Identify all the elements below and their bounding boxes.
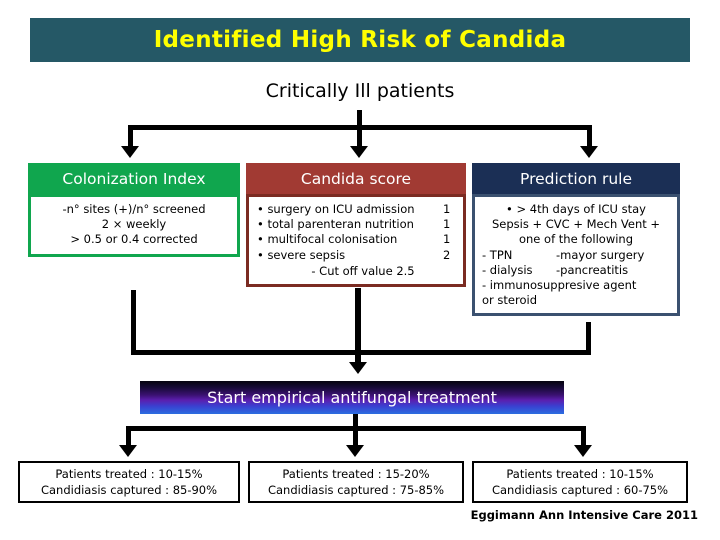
criteria-label: • surgery on ICU admission <box>257 202 415 216</box>
panel-prediction-rule: Prediction rule • > 4th days of ICU stay… <box>472 163 680 317</box>
subtitle-critically-ill-patients: Critically Ill patients <box>265 80 455 102</box>
outcome-treated: Patients treated : 15-20% <box>282 467 430 481</box>
colonization-line-2: 2 × weekly <box>101 217 167 232</box>
treatment-label: Start empirical antifungal treatment <box>207 388 497 407</box>
criteria-row: • multifocal colonisation 1 <box>257 232 457 247</box>
connector-riser-right <box>586 322 591 354</box>
prediction-pair-row: - dialysis -pancreatitis <box>480 263 672 278</box>
criteria-row: • total parenteran nutrition 1 <box>257 217 457 232</box>
outcome-box: Patients treated : 10-15% Candidiasis ca… <box>472 461 688 504</box>
prediction-pair-left: - dialysis <box>482 262 533 277</box>
outcome-treated: Patients treated : 10-15% <box>55 467 203 481</box>
arrowhead-center-top <box>350 146 368 158</box>
arrowhead-bottom-right <box>574 445 592 457</box>
connector-horizontal-merge <box>131 350 591 355</box>
connector-drop-left <box>128 125 133 147</box>
header-candida-score: Candida score <box>246 163 466 194</box>
connector-drop-bottom-center <box>353 426 358 446</box>
arrowhead-bottom-center <box>346 445 364 457</box>
connector-drop-right <box>587 125 592 147</box>
prediction-pair-row: - TPN -mayor surgery <box>480 248 672 263</box>
connector-stem-bottom <box>353 414 358 428</box>
panel-colonization-index: Colonization Index -n° sites (+)/n° scre… <box>28 163 240 257</box>
criteria-points: 1 <box>443 202 451 216</box>
prediction-tail-2: or steroid <box>482 293 538 308</box>
outcome-captured: Candidiasis captured : 60-75% <box>491 483 669 498</box>
arrowhead-bottom-left <box>119 445 137 457</box>
title-banner: Identified High Risk of Candida <box>30 18 690 62</box>
criteria-points: 1 <box>443 232 451 247</box>
prediction-pair-right: -mayor surgery <box>556 247 645 262</box>
arrowhead-left-top <box>121 146 139 158</box>
header-colonization-index: Colonization Index <box>28 163 240 194</box>
prediction-line-1: • > 4th days of ICU stay <box>506 202 646 216</box>
criteria-points: 1 <box>443 217 451 232</box>
outcome-box: Patients treated : 15-20% Candidiasis ca… <box>248 461 464 504</box>
colonization-line-1: -n° sites (+)/n° screened <box>62 202 206 216</box>
citation-text: Eggimann Ann Intensive Care 2011 <box>470 508 698 522</box>
criteria-row: • severe sepsis 2 <box>257 248 457 263</box>
connector-riser-left <box>131 290 136 354</box>
criteria-points: 2 <box>443 247 451 262</box>
prediction-line-3: one of the following <box>518 232 634 247</box>
header-prediction-rule: Prediction rule <box>472 163 680 194</box>
prediction-tail-1: - immunosuppresive agent <box>482 277 637 292</box>
panel-candida-score: Candida score • surgery on ICU admission… <box>246 163 466 287</box>
body-candida-score: • surgery on ICU admission 1 • total par… <box>246 194 466 287</box>
outcome-captured: Candidiasis captured : 75-85% <box>267 483 445 498</box>
body-colonization-index: -n° sites (+)/n° screened 2 × weekly > 0… <box>28 194 240 257</box>
prediction-line-2: Sepsis + CVC + Mech Vent + <box>491 217 661 232</box>
prediction-pair-left: - TPN <box>482 247 513 262</box>
arrowhead-right-top <box>580 146 598 158</box>
connector-stem-center-merge <box>355 288 361 364</box>
arrowhead-treatment <box>349 362 367 374</box>
criteria-label: • severe sepsis <box>257 247 346 262</box>
body-prediction-rule: • > 4th days of ICU stay Sepsis + CVC + … <box>472 194 680 317</box>
prediction-pair-right: -pancreatitis <box>556 262 629 277</box>
connector-drop-bottom-left <box>126 426 131 446</box>
criteria-label: • multifocal colonisation <box>257 232 398 247</box>
outcome-box: Patients treated : 10-15% Candidiasis ca… <box>18 461 240 504</box>
outcome-captured: Candidiasis captured : 85-90% <box>40 483 218 498</box>
criteria-row: • surgery on ICU admission 1 <box>257 202 457 217</box>
page-title: Identified High Risk of Candida <box>153 27 567 53</box>
connector-drop-center <box>357 125 362 147</box>
colonization-line-3: > 0.5 or 0.4 corrected <box>70 232 198 247</box>
connector-drop-bottom-right <box>581 426 586 446</box>
candida-score-cutoff: - Cut off value 2.5 <box>311 263 415 278</box>
connector-stem-top <box>357 110 362 128</box>
criteria-label: • total parenteran nutrition <box>257 217 414 232</box>
treatment-banner: Start empirical antifungal treatment <box>140 381 564 414</box>
outcome-treated: Patients treated : 10-15% <box>506 467 654 481</box>
